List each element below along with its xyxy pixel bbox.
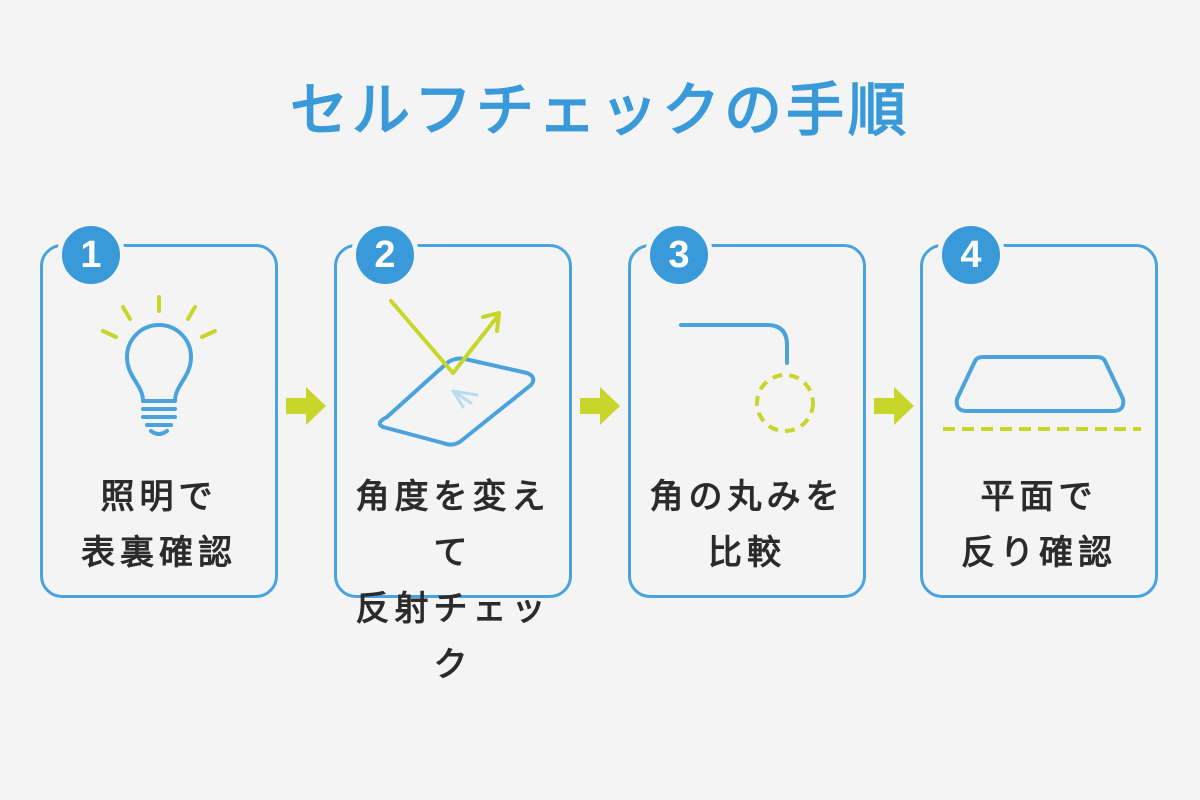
step-label: 平面で 反り確認 (923, 469, 1155, 581)
step-number-badge: 4 (937, 221, 1005, 289)
step-label-line-2: 反り確認 (961, 533, 1117, 573)
step-label: 照明で 表裏確認 (43, 469, 275, 581)
step-card-4: 4 平面で 反り確認 (920, 221, 1158, 598)
reflection-angle-icon (377, 299, 536, 447)
right-arrow-icon (874, 387, 914, 425)
step-label-line-2: 比較 (708, 533, 786, 573)
step-number-badge: 2 (351, 221, 419, 289)
step-card-2: 2 角度を変えて 反射チェック (334, 221, 572, 685)
step-label-line-1: 照明で (100, 477, 218, 517)
step-label-line-1: 角の丸みを (649, 477, 845, 517)
corner-radius-icon (679, 323, 815, 433)
step-label-line-1: 平面で (980, 477, 1098, 517)
step-label: 角の丸みを 比較 (631, 469, 863, 581)
right-arrow-icon (580, 387, 620, 425)
step-label-line-2: 反射チェック (355, 589, 551, 685)
step-number-badge: 1 (57, 221, 125, 289)
step-label-line-1: 角度を変えて (355, 477, 551, 573)
step-label: 角度を変えて 反射チェック (337, 469, 569, 693)
step-card-3: 3 角の丸みを 比較 (628, 221, 866, 598)
step-number-badge: 3 (645, 221, 713, 289)
step-card-1: 1 照明で 表裏確認 (40, 221, 278, 598)
right-arrow-icon (286, 387, 326, 425)
page-title: セルフチェックの手順 (289, 76, 910, 144)
lightbulb-icon (101, 295, 217, 436)
step-label-line-2: 表裏確認 (81, 533, 237, 573)
flatness-icon (943, 355, 1141, 431)
